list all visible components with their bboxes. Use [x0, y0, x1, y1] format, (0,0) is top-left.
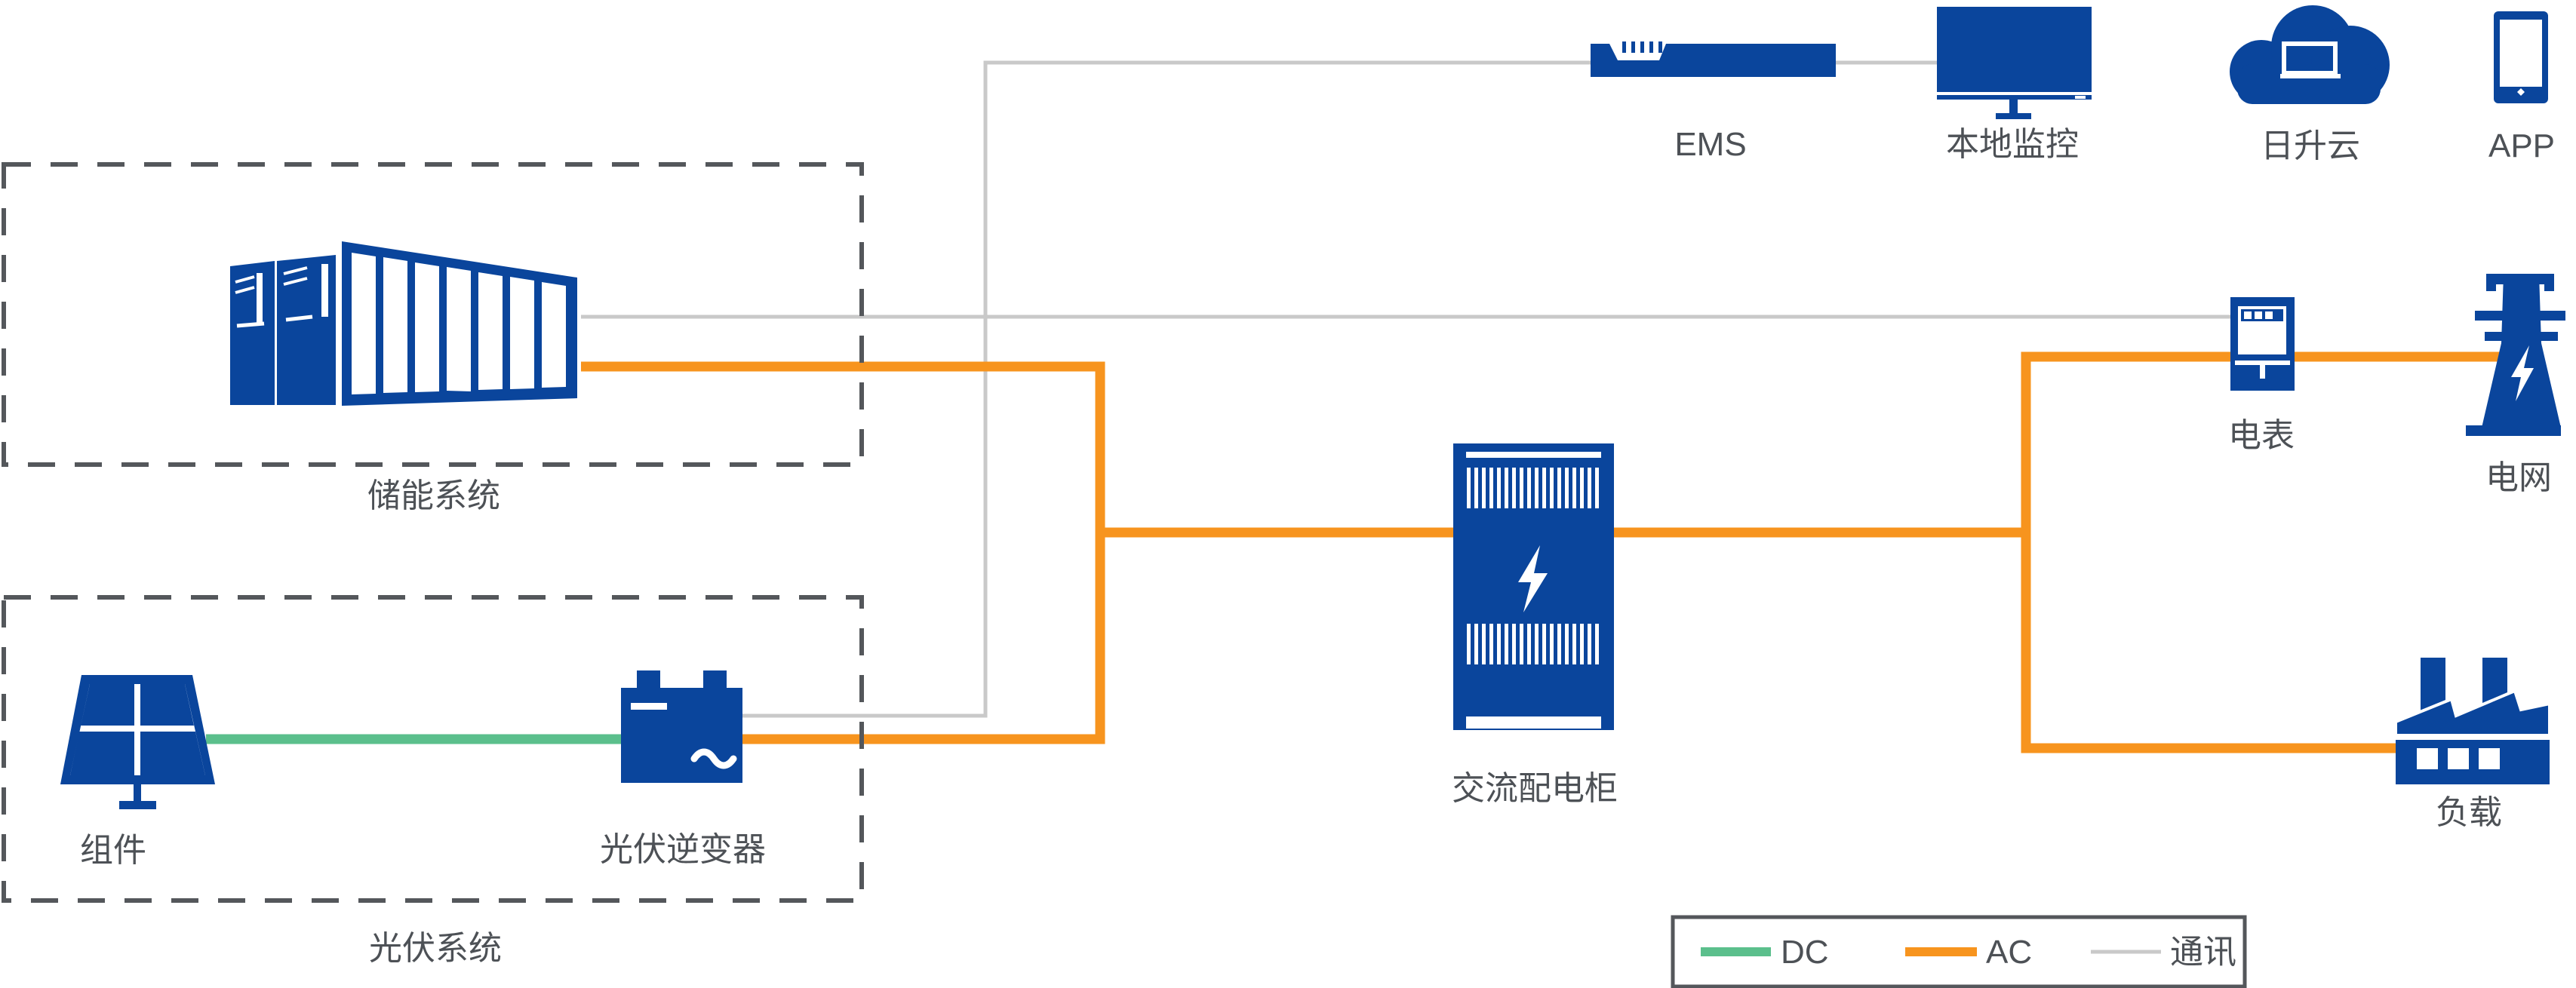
solar-panel-icon	[60, 675, 215, 809]
pv-system-label: 光伏系统	[369, 930, 502, 967]
storage-system-box	[2, 162, 864, 467]
comm-line-inverter-to-ems-monitor	[742, 60, 1937, 718]
factory-icon	[2394, 658, 2551, 784]
pv-system-box	[2, 595, 864, 903]
legend: DC AC 通讯	[1671, 915, 2247, 988]
ac-cabinet-label: 交流配电柜	[1452, 770, 1618, 807]
legend-dc-label: DC	[1781, 934, 1829, 971]
ac-line-storage-inverter-bus	[581, 361, 1105, 744]
storage-system-label: 储能系统	[367, 477, 500, 514]
lightning-icon	[2511, 345, 2534, 401]
inverter-icon	[621, 670, 742, 783]
ems-server-icon	[1591, 41, 1836, 77]
cloud-icon	[2230, 5, 2390, 104]
transmission-tower-icon	[2466, 274, 2565, 436]
distribution-cabinet-icon	[1453, 443, 1614, 730]
app-label: APP	[2488, 127, 2555, 164]
labels: 储能系统 组件 光伏逆变器 光伏系统 交流配电柜 EMS 本地监控 日升云 AP…	[80, 126, 2555, 967]
meter-icon	[2230, 297, 2295, 391]
laptop-icon	[2282, 41, 2338, 75]
pv-inverter-label: 光伏逆变器	[600, 831, 766, 868]
ems-label: EMS	[1674, 126, 1746, 163]
battery-container-icon	[230, 241, 577, 406]
phone-icon	[2494, 11, 2548, 103]
sine-wave-icon	[690, 748, 737, 769]
local-monitor-label: 本地监控	[1946, 126, 2079, 163]
pv-module-label: 组件	[80, 832, 146, 869]
legend-ac-label: AC	[1986, 934, 2032, 971]
meter-label: 电表	[2228, 417, 2295, 454]
legend-comm-label: 通讯	[2170, 934, 2236, 971]
lightning-icon	[1518, 545, 1548, 612]
monitor-icon	[1937, 7, 2092, 119]
grid-label: 电网	[2485, 459, 2552, 496]
comm-lines	[581, 60, 2230, 718]
cloud-label: 日升云	[2261, 127, 2360, 164]
load-label: 负载	[2436, 794, 2502, 831]
